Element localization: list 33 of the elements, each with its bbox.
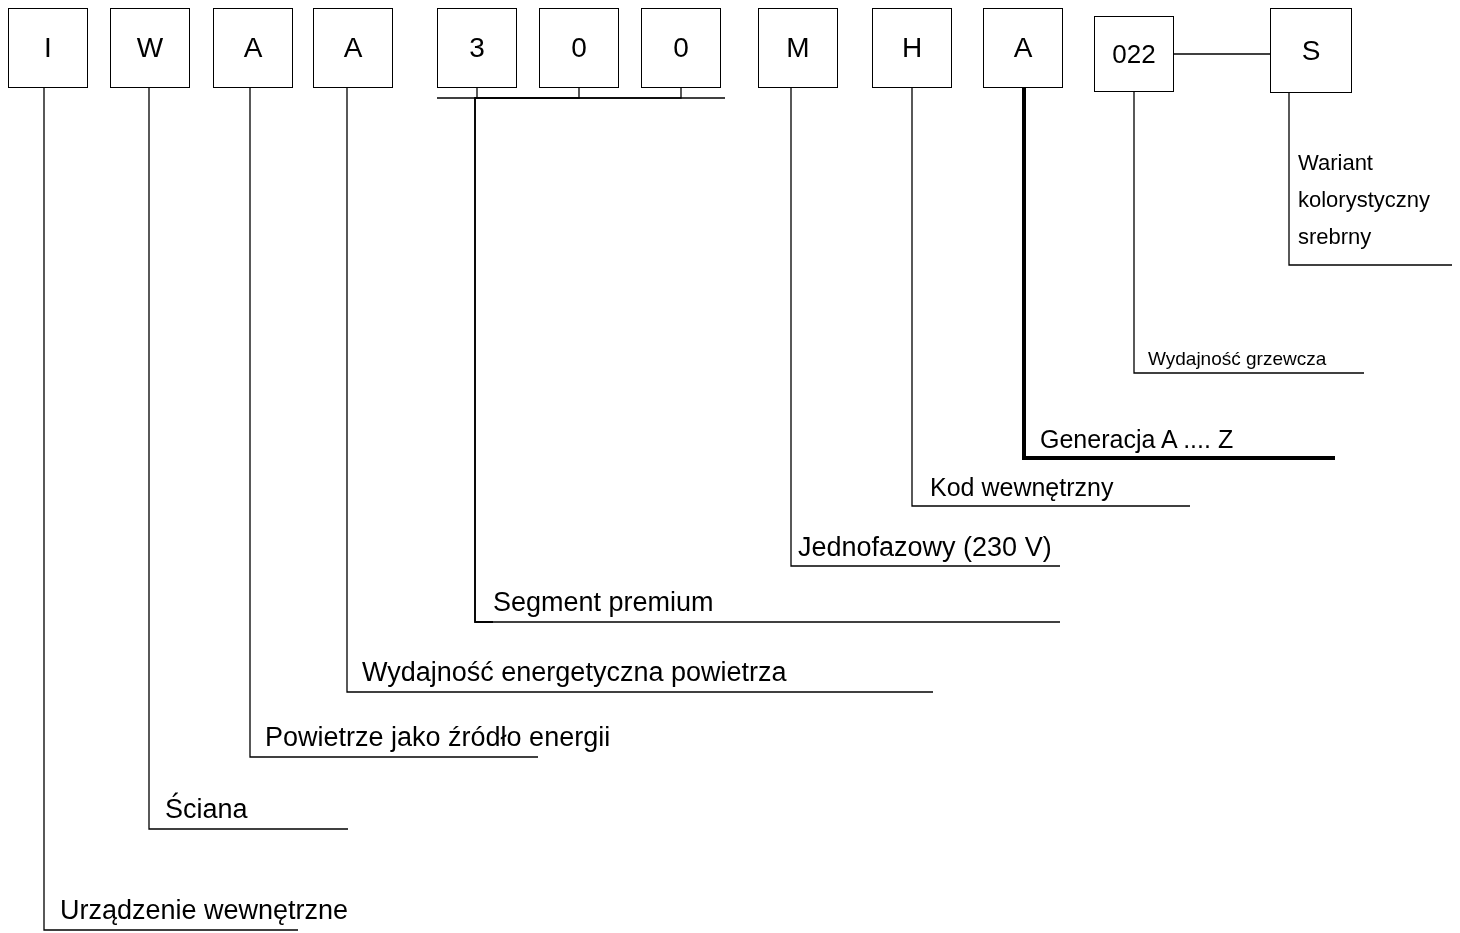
code-letter-box: A [313,8,393,88]
code-letter-box: I [8,8,88,88]
code-letter-box: 0 [539,8,619,88]
description-label: Wariant kolorystyczny srebrny [1289,144,1448,265]
code-letter-box: S [1270,8,1352,93]
leader-line [1022,88,1040,460]
description-label: Jednofazowy (230 V) [791,530,1052,566]
code-letter-box: A [983,8,1063,88]
description-label: Powietrze jako źródło energii [250,720,611,757]
leader-line [346,87,363,693]
description-label: Generacja A .... Z [1024,424,1234,458]
leader-line [911,87,931,507]
description-label: Urządzenie wewnętrzne [44,893,349,930]
code-letter-box: W [110,8,190,88]
code-letter-box: 022 [1094,16,1174,92]
code-letter-box: H [872,8,952,88]
code-letter-box: 3 [437,8,517,88]
leader-line [249,87,266,758]
leader-line [148,87,166,830]
description-label: Segment premium [475,585,714,622]
code-letter-box: M [758,8,838,88]
leader-line [43,87,61,931]
code-letter-box: 0 [641,8,721,88]
description-label: Kod wewnętrzny [912,472,1114,506]
leader-line [1288,92,1299,266]
code-letter-box: A [213,8,293,88]
description-label: Wydajność energetyczna powietrza [347,655,787,692]
leader-line [474,87,682,623]
description-label: Wydajność grzewcza [1134,348,1327,373]
connector-line [1173,53,1271,55]
description-label: Ściana [149,792,248,829]
leader-line [1133,91,1149,374]
leader-line [790,87,799,567]
